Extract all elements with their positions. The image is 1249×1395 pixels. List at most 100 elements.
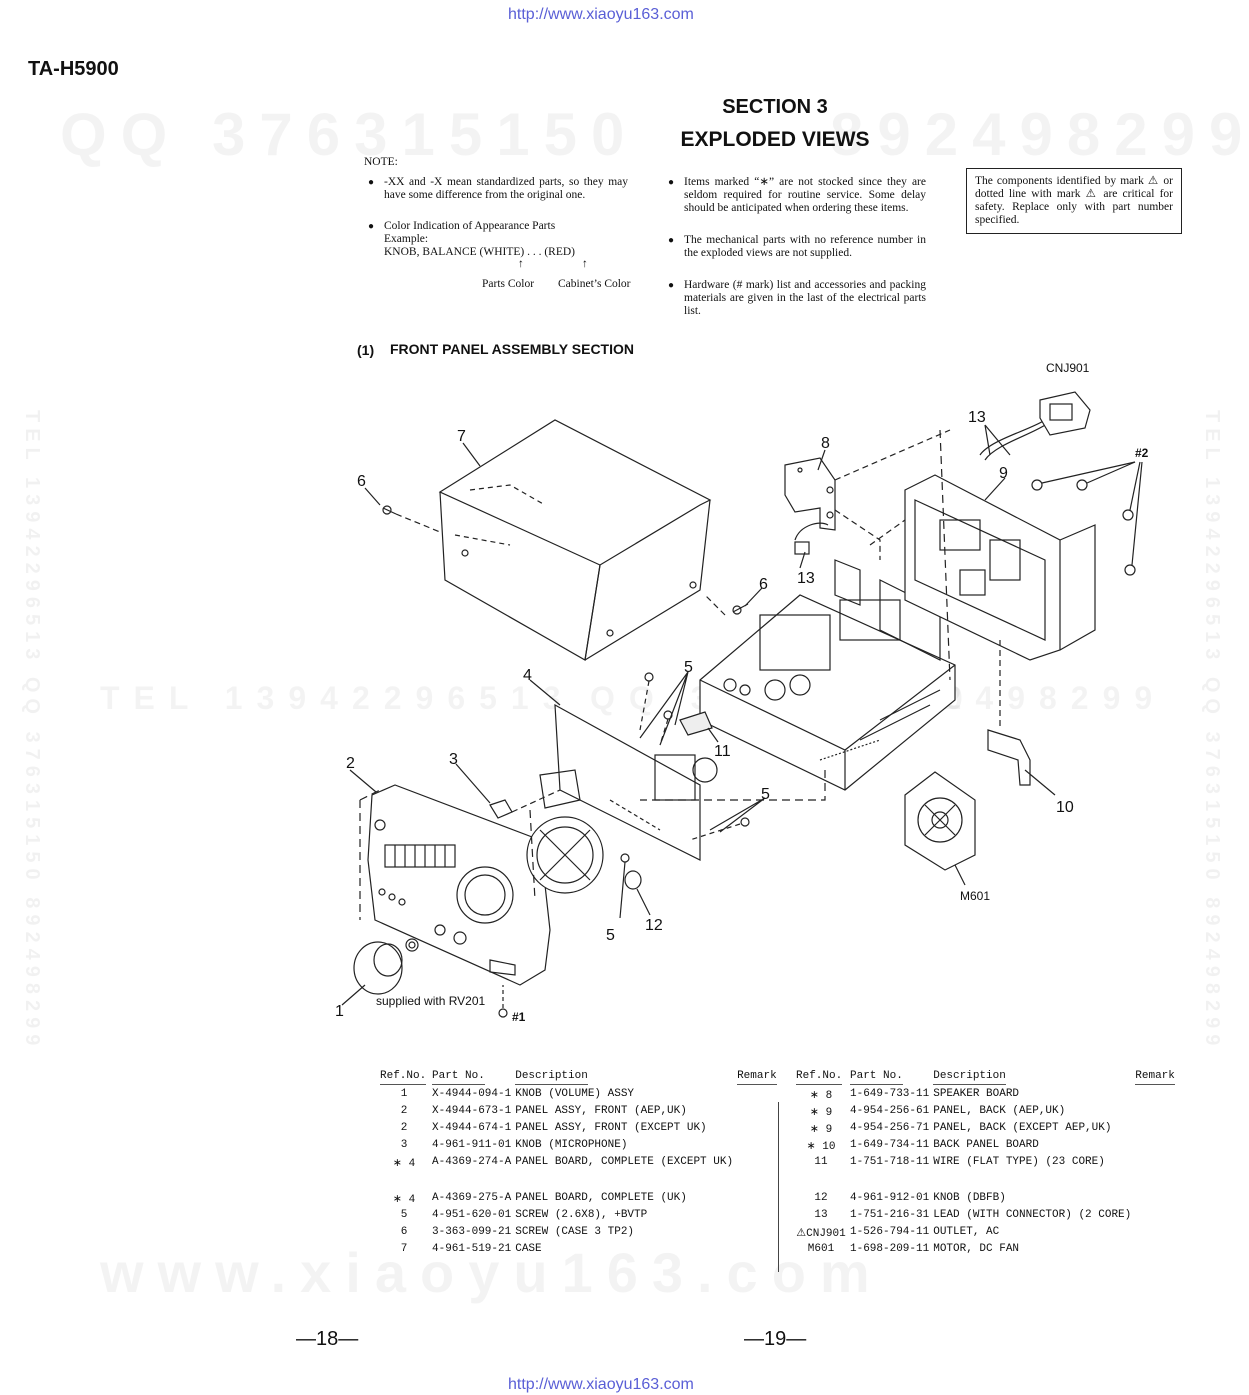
- header-ref-no: Ref.No.: [796, 1070, 843, 1085]
- safety-notice-box: The components identified by mark ⚠ or d…: [966, 168, 1182, 234]
- callout-5-bottom: 5: [606, 927, 615, 944]
- cabinet-color-label: Cabinet’s Color: [558, 278, 631, 290]
- callout-13-left: 13: [797, 570, 815, 587]
- knob-dbfb-part: [624, 870, 642, 890]
- bullet-icon: ●: [668, 177, 675, 188]
- callout-13-right: 13: [968, 409, 986, 426]
- table-spacer: [796, 1173, 1179, 1192]
- callout-hash2: #2: [1135, 446, 1149, 460]
- header-remark: Remark: [1135, 1070, 1175, 1085]
- bullet-icon: ●: [368, 221, 375, 232]
- note-col2-item2: ● The mechanical parts with no reference…: [668, 234, 926, 259]
- header-ref-no: Ref.No.: [380, 1070, 427, 1085]
- speaker-ring-part: [526, 809, 604, 901]
- callout-1: 1: [335, 1003, 344, 1020]
- callout-2: 2: [346, 755, 355, 772]
- watermark-top-right: 892498299: [830, 100, 1249, 169]
- callout-6-right: 6: [759, 576, 768, 593]
- screw-hash1: [498, 985, 508, 1018]
- page-number-left: —18—: [296, 1328, 359, 1350]
- arrow-up-icon: ↑: [518, 258, 524, 270]
- screw-6-right: [704, 594, 749, 616]
- bullet-icon: ●: [368, 177, 375, 188]
- callout-10: 10: [1056, 799, 1074, 816]
- knob-volume-part: [353, 938, 419, 995]
- header-url[interactable]: http://www.xiaoyu163.com: [508, 6, 694, 23]
- callout-hash1: #1: [512, 1010, 526, 1024]
- callout-5-top: 5: [684, 659, 693, 676]
- callout-5-right: 5: [761, 786, 770, 803]
- callout-cnj901: CNJ901: [1046, 361, 1090, 375]
- callout-4: 4: [523, 667, 532, 684]
- header-description: Description: [933, 1070, 1006, 1085]
- callout-8: 8: [821, 435, 830, 452]
- screw-6-left: [382, 505, 441, 533]
- knob-microphone-part: [489, 789, 561, 819]
- bullet-icon: ●: [668, 280, 675, 291]
- table-spacer: [380, 1173, 787, 1192]
- subsection-number: (1): [357, 342, 375, 358]
- section-number: SECTION 3: [722, 96, 828, 118]
- callout-11: 11: [714, 743, 731, 760]
- parts-color-label: Parts Color: [482, 278, 535, 290]
- bullet-icon: ●: [668, 235, 675, 246]
- header-part-no: Part No.: [432, 1070, 485, 1085]
- note-col1-item2: ● Color Indication of Appearance Parts E…: [368, 220, 575, 258]
- callout-3: 3: [449, 751, 458, 768]
- screws-hash2: [1031, 461, 1143, 576]
- callout-7: 7: [457, 428, 466, 445]
- dc-fan-part: [904, 771, 976, 871]
- footer-url[interactable]: http://www.xiaoyu163.com: [508, 1376, 694, 1393]
- model-number: TA-H5900: [28, 58, 119, 80]
- callout-12: 12: [645, 917, 663, 934]
- ac-outlet-part: [1039, 391, 1091, 436]
- arrow-up-icon: ↑: [582, 258, 588, 270]
- flat-wire-part: [679, 711, 713, 736]
- note-col2-item1: ● Items marked “∗” are not stocked since…: [668, 176, 926, 214]
- supplied-with-note: supplied with RV201: [376, 994, 486, 1008]
- watermark-right-vertical: TEL 13942296513 QQ 376315150 892498299: [1201, 410, 1223, 1052]
- front-panel-part: [359, 784, 551, 986]
- callout-9: 9: [999, 465, 1008, 482]
- watermark-middle-left: TEL 13942296513: [100, 680, 575, 717]
- header-description: Description: [515, 1070, 588, 1085]
- panel-board-part: [539, 703, 718, 861]
- note-col1-item1: ● -XX and -X mean standardized parts, so…: [368, 176, 628, 201]
- callout-6-left: 6: [357, 473, 366, 490]
- watermark-left-vertical: TEL 13942296513 QQ 376315150 892498299: [21, 410, 43, 1052]
- header-part-no: Part No.: [850, 1070, 903, 1085]
- speaker-board-part: [784, 429, 951, 560]
- note-label: NOTE:: [364, 156, 398, 168]
- back-panel-board-part: [987, 640, 1031, 786]
- back-panel-part: [904, 474, 1096, 661]
- subsection-title: FRONT PANEL ASSEMBLY SECTION: [390, 341, 634, 357]
- case-part: [438, 419, 712, 661]
- page-number-right: —19—: [744, 1328, 807, 1350]
- section-title: EXPLODED VIEWS: [680, 128, 870, 151]
- table-divider: [778, 1102, 780, 1272]
- chassis-part: [699, 559, 956, 791]
- lead-13-part: [794, 419, 1046, 555]
- watermark-bottom: www.xiaoyu163.com: [100, 1240, 884, 1305]
- header-remark: Remark: [737, 1070, 777, 1085]
